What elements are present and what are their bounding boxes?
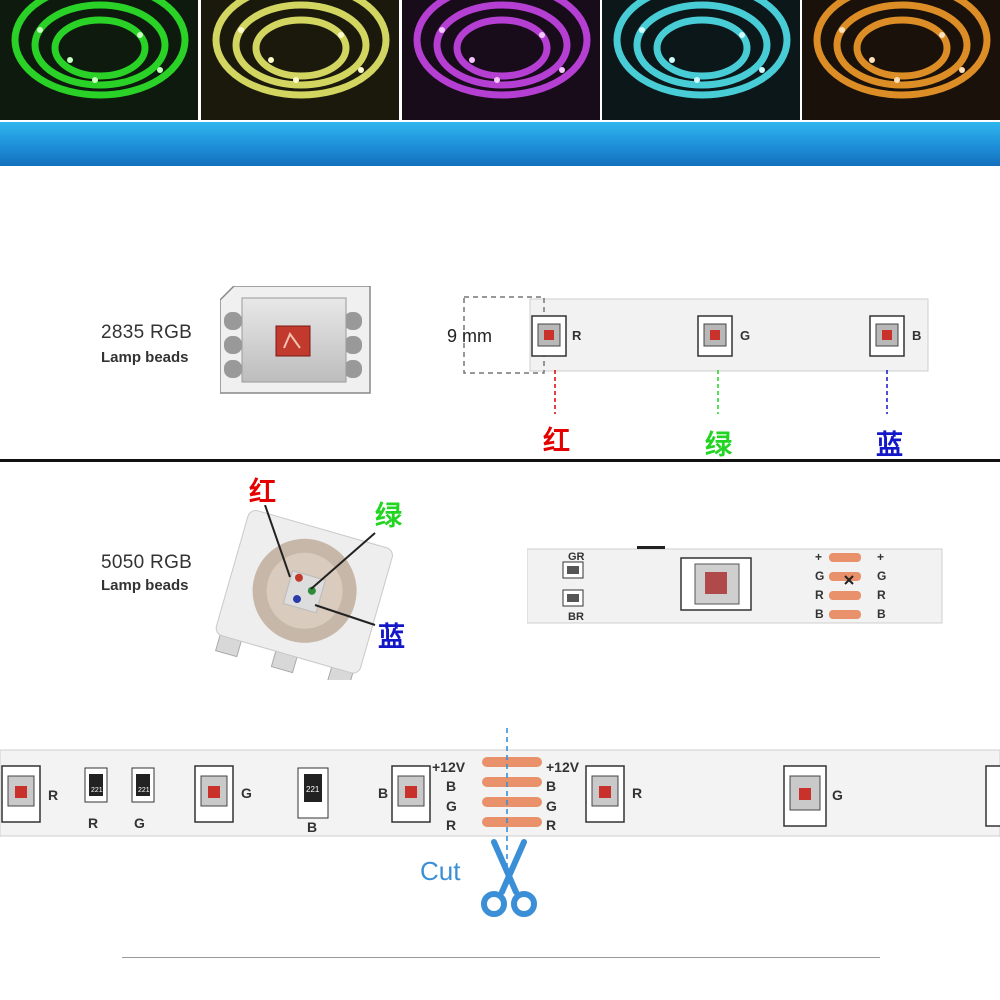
- pad-right-r: R: [546, 817, 556, 833]
- resistor-code-2: 221: [138, 787, 150, 794]
- scissors-icon: [481, 839, 537, 917]
- bottom-led-g2: G: [832, 787, 843, 803]
- chip-5050-image: [215, 505, 393, 680]
- strip-2835: R G B: [463, 296, 929, 374]
- led-photo-green: [0, 0, 198, 120]
- leader-lines-2835: [554, 370, 888, 414]
- cut-label: Cut: [420, 856, 461, 886]
- pad-right-b: B: [546, 778, 556, 794]
- led-photo-cyan: [602, 0, 800, 120]
- bottom-led-g1: G: [241, 785, 252, 801]
- header-blue-bar: [0, 122, 1000, 166]
- pad5050-l-plus: +: [815, 550, 822, 564]
- strip-2835-letter-r: R: [572, 328, 582, 343]
- bead-5050-subtitle: Lamp beads: [101, 577, 189, 594]
- cn-green-2835: 绿: [705, 430, 732, 461]
- cn-blue-5050: 蓝: [378, 622, 405, 653]
- pad5050-l-b: B: [815, 607, 824, 621]
- strip-5050-label-br: BR: [568, 611, 584, 623]
- chip-2835-image: [220, 286, 371, 394]
- section-divider: [0, 459, 1000, 462]
- resistor-code-3: 221: [306, 785, 320, 794]
- resistor-label-b: B: [307, 819, 317, 835]
- pad5050-l-g: G: [815, 569, 824, 583]
- cn-blue-2835: 蓝: [876, 430, 903, 461]
- pad5050-r-g: G: [877, 569, 886, 583]
- bottom-led-r2: R: [632, 785, 642, 801]
- bead-5050-title: 5050 RGB: [101, 552, 193, 573]
- cut-line: [506, 728, 508, 878]
- resistor-label-r: R: [88, 815, 98, 831]
- bead-2835-subtitle: Lamp beads: [101, 349, 189, 366]
- resistor-code-1: 221: [91, 787, 103, 794]
- pad-left-12v: +12V: [432, 759, 466, 775]
- strip-2835-letter-g: G: [740, 328, 750, 343]
- cn-green-5050: 绿: [375, 501, 402, 532]
- pad-left-b: B: [446, 778, 456, 794]
- pad5050-r-plus: +: [877, 550, 884, 564]
- resistor-label-g: G: [134, 815, 145, 831]
- cn-red-2835: 红: [543, 426, 570, 457]
- pad-left-r: R: [446, 817, 456, 833]
- pad5050-r-b: B: [877, 607, 886, 621]
- pad-right-g: G: [546, 798, 557, 814]
- cn-red-5050: 红: [249, 477, 276, 508]
- pad-right-12v: +12V: [546, 759, 580, 775]
- bottom-rule: [122, 957, 880, 958]
- strip-bottom: R 221 R 221 G G 221 B B +12V B G R +12V …: [0, 749, 1000, 837]
- pad5050-l-r: R: [815, 588, 824, 602]
- bottom-led-b1: B: [378, 785, 388, 801]
- pad-left-g: G: [446, 798, 457, 814]
- pad5050-r-r: R: [877, 588, 886, 602]
- bottom-led-r1: R: [48, 787, 58, 803]
- strip-2835-letter-b: B: [912, 328, 921, 343]
- led-photo-orange: [802, 0, 1000, 120]
- strip-5050: GR BR + G R B + G R B: [527, 546, 943, 624]
- width-label: 9 mm: [447, 326, 492, 346]
- bead-2835-title: 2835 RGB: [101, 322, 193, 343]
- strip-5050-label-gr: GR: [568, 551, 585, 563]
- led-photo-purple: [402, 0, 600, 120]
- led-photo-yellow: [201, 0, 399, 120]
